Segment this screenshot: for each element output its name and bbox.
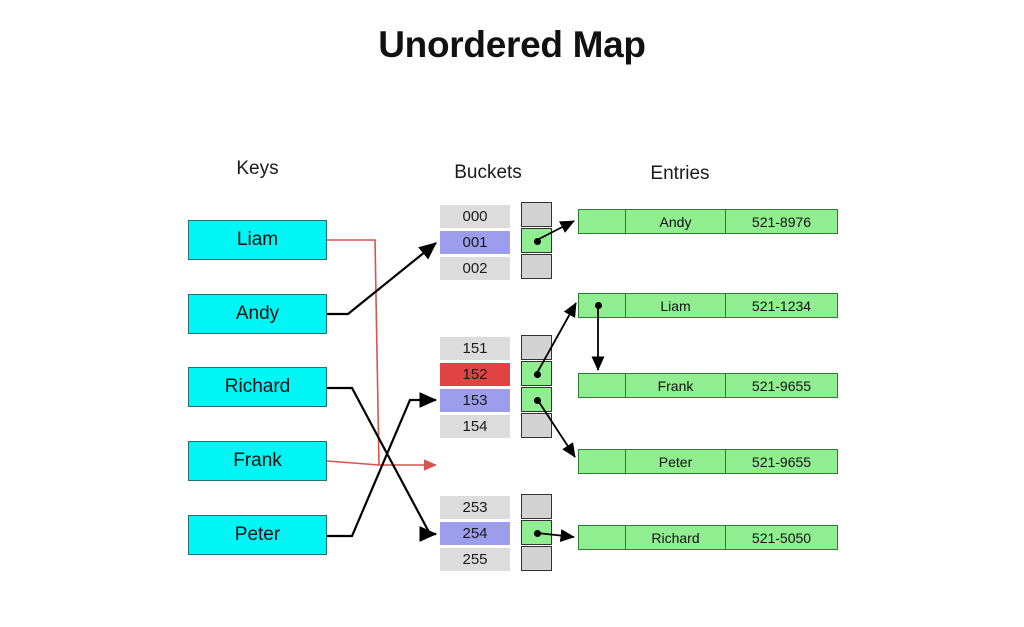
key-box-frank[interactable]: Frank <box>188 441 327 481</box>
key-box-andy[interactable]: Andy <box>188 294 327 334</box>
bucket-slot-151[interactable] <box>521 335 552 360</box>
entry-pointer-cell <box>579 374 626 397</box>
key-box-liam[interactable]: Liam <box>188 220 327 260</box>
bucket-slot-000[interactable] <box>521 202 552 227</box>
key-box-richard[interactable]: Richard <box>188 367 327 407</box>
entry-name: Frank <box>626 374 726 397</box>
entry-row-peter[interactable]: Peter 521-9655 <box>578 449 838 474</box>
entry-name: Liam <box>626 294 726 317</box>
column-header-entries: Entries <box>650 163 710 184</box>
entry-row-liam[interactable]: Liam 521-1234 <box>578 293 838 318</box>
wire-richard-to-254 <box>327 386 438 542</box>
bucket-label-000[interactable]: 000 <box>440 205 510 228</box>
entry-row-frank[interactable]: Frank 521-9655 <box>578 373 838 398</box>
entry-pointer-cell <box>579 450 626 473</box>
entry-name: Richard <box>626 526 726 549</box>
column-header-buckets: Buckets <box>454 162 522 183</box>
pointer-dot-icon <box>534 371 541 378</box>
entry-phone: 521-1234 <box>751 297 812 314</box>
bucket-slot-253[interactable] <box>521 494 552 519</box>
page-title: Unordered Map <box>378 24 646 65</box>
wire-frank-to-152 <box>326 460 380 466</box>
bucket-label-154[interactable]: 154 <box>440 415 510 438</box>
entry-phone: 521-5050 <box>751 529 812 546</box>
entry-phone: 521-9655 <box>751 377 812 394</box>
bucket-slot-001[interactable] <box>521 228 552 253</box>
entry-pointer-cell <box>579 526 626 549</box>
entry-row-richard[interactable]: Richard 521-5050 <box>578 525 838 550</box>
bucket-slot-255[interactable] <box>521 546 552 571</box>
bucket-slot-152[interactable] <box>521 361 552 386</box>
bucket-slot-002[interactable] <box>521 254 552 279</box>
bucket-label-255[interactable]: 255 <box>440 548 510 571</box>
bucket-label-001[interactable]: 001 <box>440 231 510 254</box>
column-header-keys: Keys <box>236 158 279 179</box>
entry-pointer-cell <box>579 294 626 317</box>
entry-name: Peter <box>626 450 726 473</box>
pointer-dot-icon <box>534 397 541 404</box>
entry-name: Andy <box>626 210 726 233</box>
next-pointer-dot-icon <box>595 302 602 309</box>
bucket-label-152[interactable]: 152 <box>440 363 510 386</box>
bucket-label-253[interactable]: 253 <box>440 496 510 519</box>
entry-pointer-cell <box>579 210 626 233</box>
entry-phone: 521-8976 <box>751 213 812 230</box>
bucket-label-002[interactable]: 002 <box>440 257 510 280</box>
pointer-dot-icon <box>534 238 541 245</box>
entry-row-andy[interactable]: Andy 521-8976 <box>578 209 838 234</box>
bucket-slot-254[interactable] <box>521 520 552 545</box>
wire-peter-to-153 <box>327 392 438 538</box>
key-box-peter[interactable]: Peter <box>188 515 327 555</box>
bucket-slot-153[interactable] <box>521 387 552 412</box>
entry-phone: 521-9655 <box>751 453 812 470</box>
wire-liam-to-152 <box>327 239 437 471</box>
bucket-label-254[interactable]: 254 <box>440 522 510 545</box>
pointer-dot-icon <box>534 530 541 537</box>
bucket-label-151[interactable]: 151 <box>440 337 510 360</box>
wire-andy-to-001 <box>327 242 437 316</box>
bucket-label-153[interactable]: 153 <box>440 389 510 412</box>
bucket-slot-154[interactable] <box>521 413 552 438</box>
